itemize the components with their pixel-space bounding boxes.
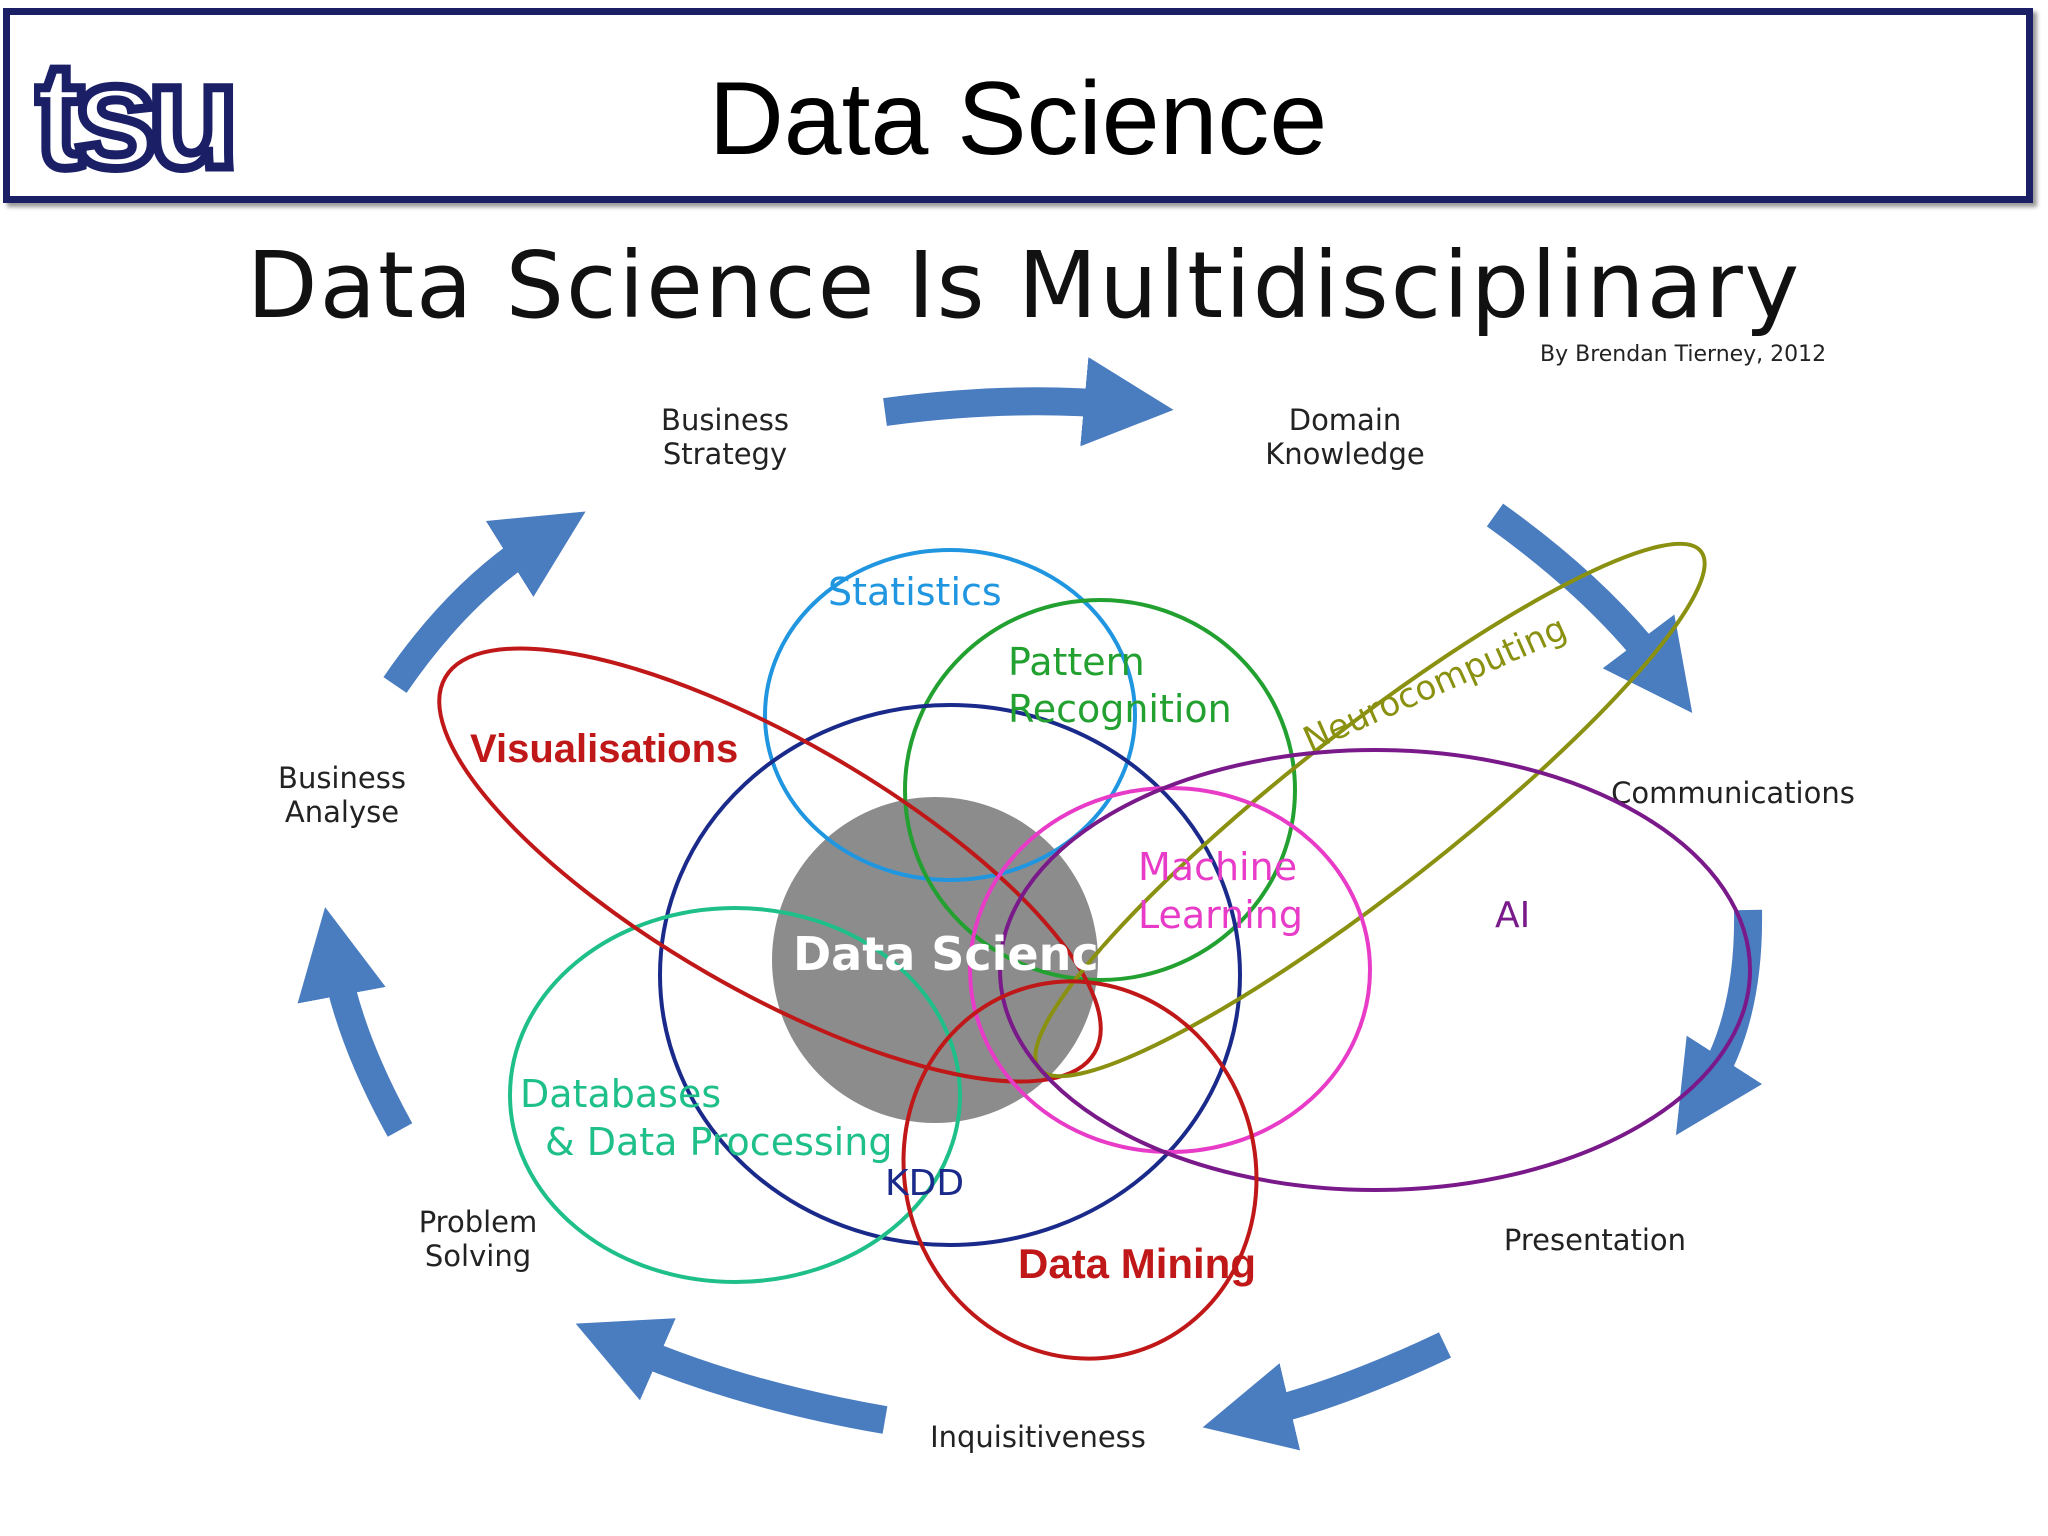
label-machine: Machine <box>1138 845 1297 889</box>
label-communications: Communications <box>1611 776 1855 810</box>
label-data-processing: & Data Processing <box>545 1120 892 1164</box>
kdd-circle <box>658 703 1242 1247</box>
label-business-strategy: Business <box>661 403 789 437</box>
label-databases: Databases <box>520 1072 721 1116</box>
label-ai: AI <box>1495 895 1530 936</box>
label-data-mining: Data Mining <box>1018 1240 1256 1287</box>
label-business-strategy-2: Strategy <box>663 437 787 471</box>
arrow-inquisitiveness-to-problem <box>575 1318 888 1434</box>
tsu-logo-text: tsu <box>34 45 229 195</box>
label-learning: Learning <box>1138 893 1303 937</box>
arrow-presentation-to-inquisitiveness <box>1202 1332 1452 1451</box>
arrow-domain-to-communications <box>1486 503 1693 714</box>
machine-learning-circle <box>968 786 1372 1154</box>
arrow-analyse-to-strategy <box>383 511 586 693</box>
label-presentation: Presentation <box>1504 1223 1686 1257</box>
label-statistics: Statistics <box>828 570 1002 614</box>
label-business-analyse-2: Analyse <box>285 795 399 829</box>
label-visualisations: Visualisations <box>470 727 738 771</box>
cycle-labels: Business Strategy Domain Knowledge Commu… <box>278 403 1855 1454</box>
data-mining-ellipse <box>901 979 1259 1361</box>
discipline-shapes <box>437 541 1752 1361</box>
arrow-communications-to-presentation <box>1675 909 1763 1136</box>
label-domain-knowledge: Domain <box>1289 403 1402 437</box>
diagram-heading: Data Science Is Multidisciplinary <box>246 232 1802 339</box>
slide-header: tsu Data Science <box>3 8 2033 203</box>
label-problem-solving: Problem <box>419 1205 538 1239</box>
label-problem-solving-2: Solving <box>425 1239 531 1273</box>
slide-title: Data Science <box>708 61 1328 177</box>
databases-ellipse <box>508 906 962 1284</box>
arrow-strategy-to-domain <box>883 357 1174 447</box>
ai-ellipse <box>998 748 1752 1192</box>
cycle-arrows <box>297 357 1763 1451</box>
arrow-problem-to-analyse <box>297 907 413 1137</box>
label-domain-knowledge-2: Knowledge <box>1265 437 1424 471</box>
pattern-recognition-circle <box>903 598 1297 982</box>
label-data-science: Data Science <box>793 927 1130 981</box>
statistics-circle <box>763 548 1137 882</box>
label-kdd: KDD <box>885 1163 964 1204</box>
tsu-logo: tsu <box>34 45 244 195</box>
label-neurocomputing: Neurocomputing <box>1297 608 1572 760</box>
diagram-credit: By Brendan Tierney, 2012 <box>1540 342 1827 367</box>
visualisations-ellipse <box>437 646 1103 1084</box>
label-business-analyse: Business <box>278 761 406 795</box>
label-pattern: Pattern <box>1008 640 1145 684</box>
label-recognition: Recognition <box>1008 687 1232 731</box>
label-inquisitiveness: Inquisitiveness <box>930 1420 1146 1454</box>
